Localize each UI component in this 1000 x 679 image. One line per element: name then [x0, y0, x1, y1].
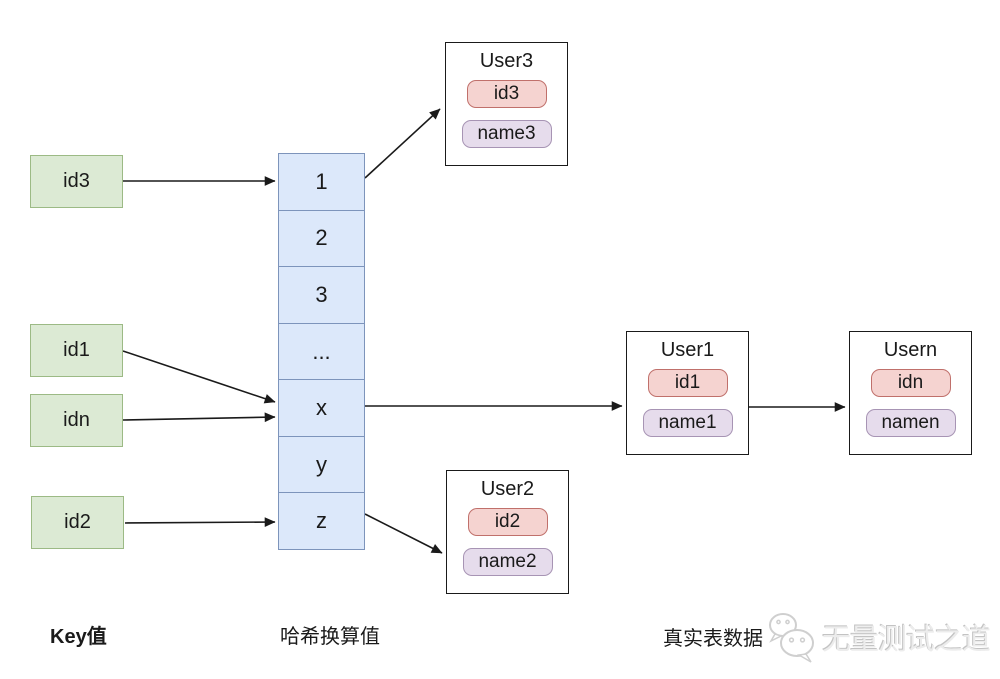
hash-value-stack: 1 2 3 ... x y z [278, 153, 365, 550]
hash-cell-1: 1 [315, 168, 328, 194]
user-table-title: User3 [479, 50, 534, 72]
user-table-title: User2 [480, 478, 535, 500]
name-field-pill: name2 [462, 548, 553, 576]
id-field-pill: id3 [466, 80, 547, 108]
key-box-id2: id2 [31, 496, 124, 549]
id-field-pill: idn [870, 369, 951, 397]
name-field-pill: name1 [642, 409, 733, 437]
arrow-idn-to-hashx [122, 412, 276, 423]
watermark-text: 无量测试之道 [822, 624, 991, 656]
name-field-pill: name3 [461, 120, 552, 148]
user-table-user3: User3 id3 name3 [445, 42, 568, 166]
arrow-hash1-to-user3 [364, 108, 441, 179]
key-box-idn: idn [30, 394, 123, 447]
key-box-id3: id3 [30, 155, 123, 208]
user-table-title: User1 [660, 339, 715, 361]
wechat-icon [769, 613, 814, 663]
user-table-user2: User2 id2 name2 [446, 470, 569, 594]
id-field-pill: id1 [647, 369, 728, 397]
watermark: 无量测试之道 [766, 608, 991, 666]
user-table-user1: User1 id1 name1 [626, 331, 749, 455]
arrow-hashz-to-user2 [364, 513, 443, 554]
hash-cell-x: x [279, 379, 364, 436]
user-table-usern: Usern idn namen [849, 331, 972, 455]
hash-cell-z: z [279, 492, 364, 549]
caption-key-values: Key值 [50, 626, 107, 648]
name-field-pill: namen [865, 409, 956, 437]
hash-cell-ellipsis: ... [279, 322, 364, 380]
arrow-id2-to-hashz [124, 517, 276, 527]
user-table-title: Usern [883, 339, 938, 361]
caption-hash-values: 哈希换算值 [280, 626, 380, 648]
caption-real-tables: 真实表数据 [663, 628, 763, 650]
id-field-pill: id2 [467, 508, 548, 536]
key-box-id1: id1 [30, 324, 123, 377]
arrow-id1-to-hashx [122, 350, 276, 404]
hash-cell-2: 2 [279, 209, 364, 267]
hash-cell-3: 3 [279, 266, 364, 323]
hash-cell-y: y [279, 435, 364, 493]
